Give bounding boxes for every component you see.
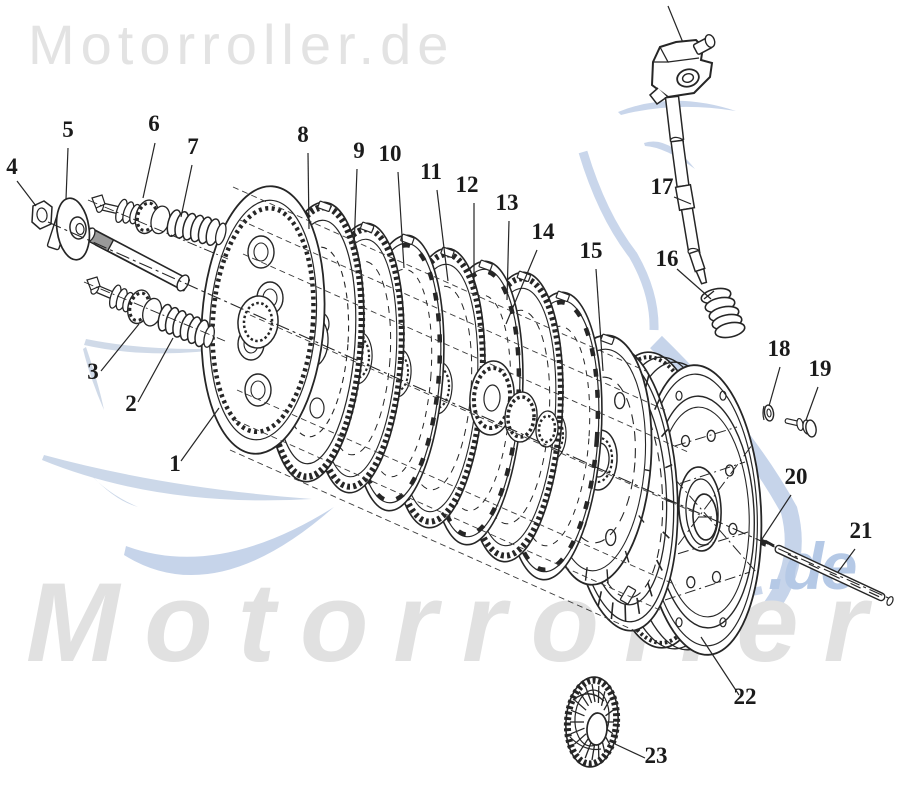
svg-text:7: 7 <box>187 134 199 159</box>
svg-text:4: 4 <box>6 154 18 179</box>
svg-text:17: 17 <box>651 174 674 199</box>
svg-text:16: 16 <box>656 246 679 271</box>
svg-text:9: 9 <box>353 138 365 163</box>
svg-text:3: 3 <box>87 359 99 384</box>
svg-text:15: 15 <box>580 238 603 263</box>
svg-text:2: 2 <box>125 391 137 416</box>
svg-text:1: 1 <box>169 451 181 476</box>
svg-text:18: 18 <box>768 336 791 361</box>
svg-text:21: 21 <box>850 518 873 543</box>
svg-text:12: 12 <box>456 172 479 197</box>
svg-text:19: 19 <box>809 356 832 381</box>
svg-text:13: 13 <box>496 190 519 215</box>
svg-text:5: 5 <box>62 117 74 142</box>
svg-text:11: 11 <box>420 159 442 184</box>
svg-text:20: 20 <box>785 464 808 489</box>
svg-text:22: 22 <box>734 684 757 709</box>
svg-text:Motorroller: Motorroller <box>26 560 892 685</box>
svg-text:10: 10 <box>379 141 402 166</box>
svg-text:8: 8 <box>297 122 309 147</box>
svg-text:Motorroller.de: Motorroller.de <box>28 13 454 76</box>
svg-text:23: 23 <box>645 743 668 768</box>
svg-text:14: 14 <box>532 219 556 244</box>
svg-text:6: 6 <box>148 111 160 136</box>
